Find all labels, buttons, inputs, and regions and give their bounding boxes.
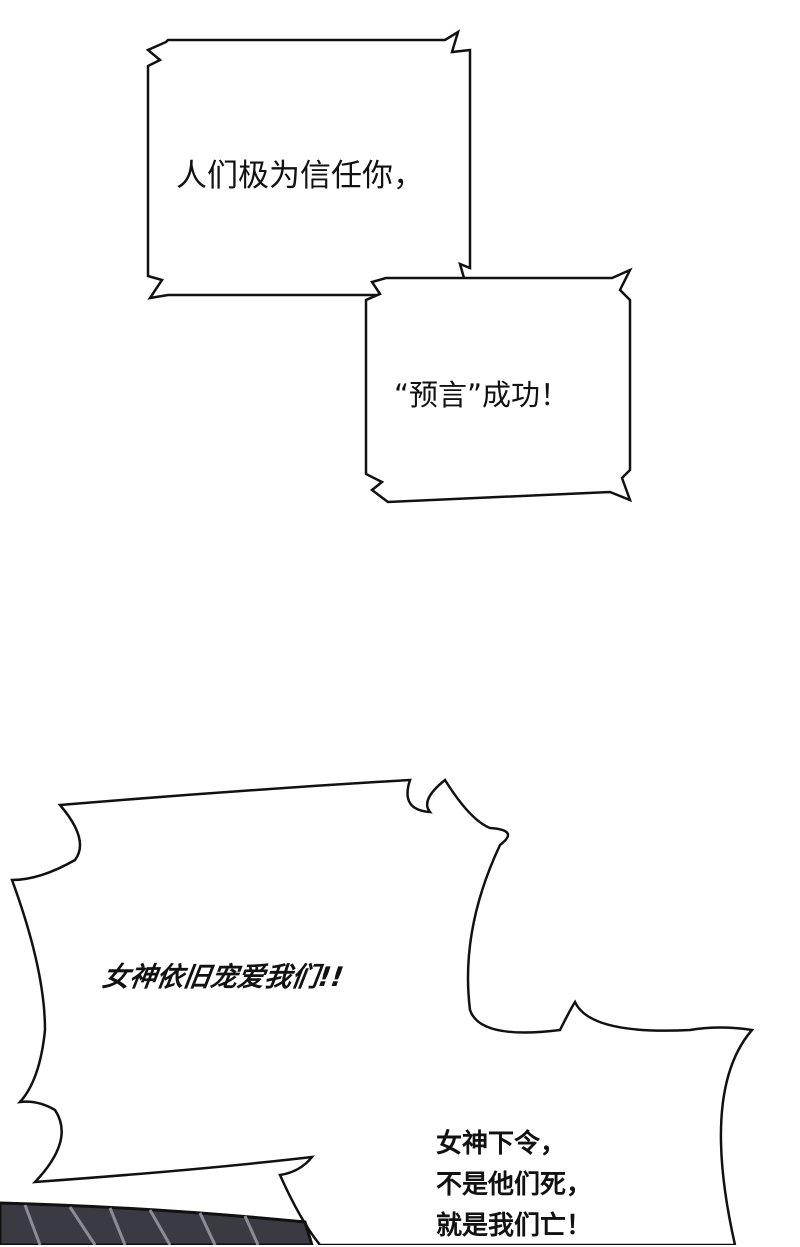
bubble-2-text: “预言”成功！	[394, 378, 570, 412]
dark-armor-fragment	[0, 1201, 314, 1245]
bubble-4-line: 不是他们死，	[436, 1170, 593, 1200]
speech-bubble-2	[364, 267, 633, 504]
bubble-3-text: 女神依旧宠爱我们!!	[100, 962, 346, 993]
bubble-1-text: 人们极为信任你，	[176, 158, 424, 194]
bubble-4-text: 女神下令， 不是他们死， 就是我们亡！	[436, 1124, 592, 1247]
speech-bubble-3	[10, 778, 755, 1245]
bubble-4-line: 就是我们亡！	[436, 1211, 593, 1241]
bubble-4-line: 女神下令，	[436, 1129, 567, 1159]
